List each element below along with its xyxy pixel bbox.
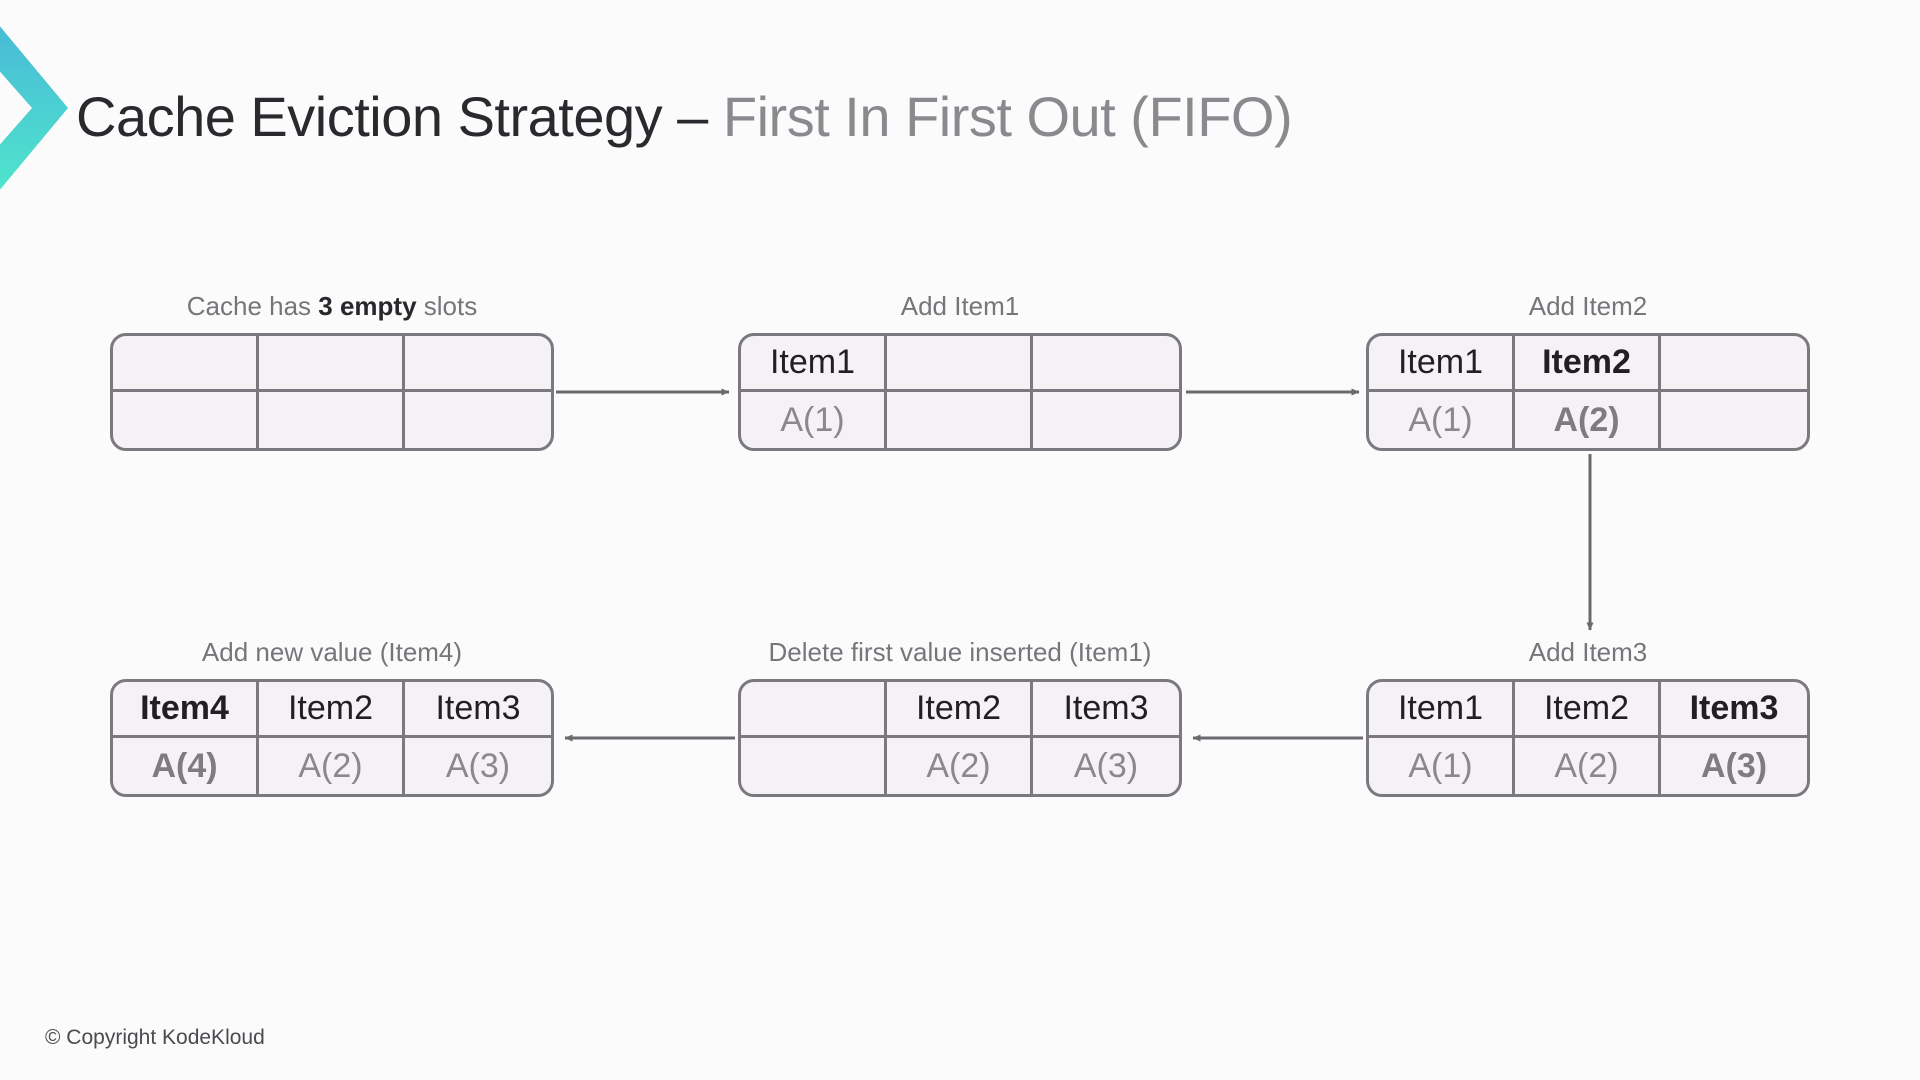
caption-text: Add new value (Item4) — [201, 637, 463, 667]
cache-slot-value — [1661, 392, 1807, 448]
step-caption: Cache has 3 empty slots — [110, 289, 554, 323]
step-add-item2: Add Item2 Item1 Item2 A(1) A(2) — [1366, 289, 1810, 451]
step-caption: Delete first value inserted (Item1) — [738, 635, 1182, 669]
cache-slot — [259, 336, 405, 392]
step-caption: Add Item2 — [1366, 289, 1810, 323]
cache-state-table: Item1 Item2 A(1) A(2) — [1366, 333, 1810, 451]
cache-slot-value: A(2) — [887, 738, 1033, 794]
cache-slot — [405, 336, 551, 392]
cache-state-table: Item1 Item2 Item3 A(1) A(2) A(3) — [1366, 679, 1810, 797]
cache-slot: Item3 — [1033, 682, 1179, 738]
step-caption: Add new value (Item4) — [110, 635, 554, 669]
step-delete-item1: Delete first value inserted (Item1) Item… — [738, 635, 1182, 797]
cache-slot — [113, 336, 259, 392]
caption-text: Delete first value inserted (Item1) — [768, 637, 1152, 667]
caption-text: slots — [416, 291, 478, 321]
cache-slot — [1661, 336, 1807, 392]
cache-slot: Item1 — [741, 336, 887, 392]
cache-slot — [887, 336, 1033, 392]
cache-slot-value — [741, 738, 887, 794]
cache-slot-value: A(3) — [1700, 746, 1768, 785]
step-add-item3: Add Item3 Item1 Item2 Item3 A(1) A(2) A(… — [1366, 635, 1810, 797]
cache-slot-value: A(3) — [1073, 746, 1139, 785]
cache-slot: Item2 — [259, 682, 405, 738]
page-title: Cache Eviction Strategy – First In First… — [76, 85, 1293, 148]
cache-slot — [741, 682, 887, 738]
caption-emphasis: 3 empty — [318, 291, 417, 321]
cache-slot-value — [113, 392, 259, 448]
caption-text: Add Item1 — [900, 291, 1020, 321]
copyright-text: © Copyright KodeKloud — [45, 1026, 265, 1049]
caption-text: Add Item3 — [1528, 637, 1648, 667]
cache-slot-value: A(2) — [1515, 738, 1661, 794]
cache-slot: Item3 — [1661, 682, 1807, 738]
cache-slot: Item2 — [1515, 336, 1661, 392]
step-empty-cache: Cache has 3 empty slots — [110, 289, 554, 451]
cache-slot-value: A(2) — [1515, 392, 1661, 448]
cache-state-table: Item4 Item2 Item3 A(4) A(2) A(3) — [110, 679, 554, 797]
cache-slot-value: A(1) — [1369, 738, 1515, 794]
cache-slot-value — [405, 392, 551, 448]
cache-state-table: Item2 Item3 A(2) A(3) — [738, 679, 1182, 797]
step-caption: Add Item1 — [738, 289, 1182, 323]
cache-state-table: Item1 A(1) — [738, 333, 1182, 451]
step-add-item4: Add new value (Item4) Item4 Item2 Item3 … — [110, 635, 554, 797]
cache-slot-value — [887, 392, 1033, 448]
caption-text: Cache has — [186, 291, 319, 321]
step-add-item1: Add Item1 Item1 A(1) — [738, 289, 1182, 451]
cache-slot: Item3 — [405, 682, 551, 738]
caption-text: Add Item2 — [1528, 291, 1648, 321]
cache-slot: Item1 — [1369, 682, 1515, 738]
title-main: Cache Eviction Strategy – — [76, 85, 723, 148]
cache-slot — [1033, 336, 1179, 392]
cache-slot: Item4 — [113, 682, 259, 738]
cache-slot-value: A(1) — [1369, 392, 1515, 448]
step-caption: Add Item3 — [1366, 635, 1810, 669]
cache-slot-value: A(1) — [741, 392, 887, 448]
kodekloud-chevron-logo — [0, 26, 68, 190]
title-sub: First In First Out (FIFO) — [722, 85, 1293, 148]
cache-state-table — [110, 333, 554, 451]
cache-slot-value: A(2) — [259, 738, 405, 794]
cache-slot-value: A(4) — [113, 738, 259, 794]
cache-slot: Item2 — [1515, 682, 1661, 738]
chevron-icon — [0, 26, 68, 190]
cache-slot-value — [259, 392, 405, 448]
cache-slot: Item2 — [887, 682, 1033, 738]
cache-slot-value: A(3) — [445, 746, 511, 785]
cache-slot-value — [1033, 392, 1179, 448]
cache-slot: Item1 — [1369, 336, 1515, 392]
